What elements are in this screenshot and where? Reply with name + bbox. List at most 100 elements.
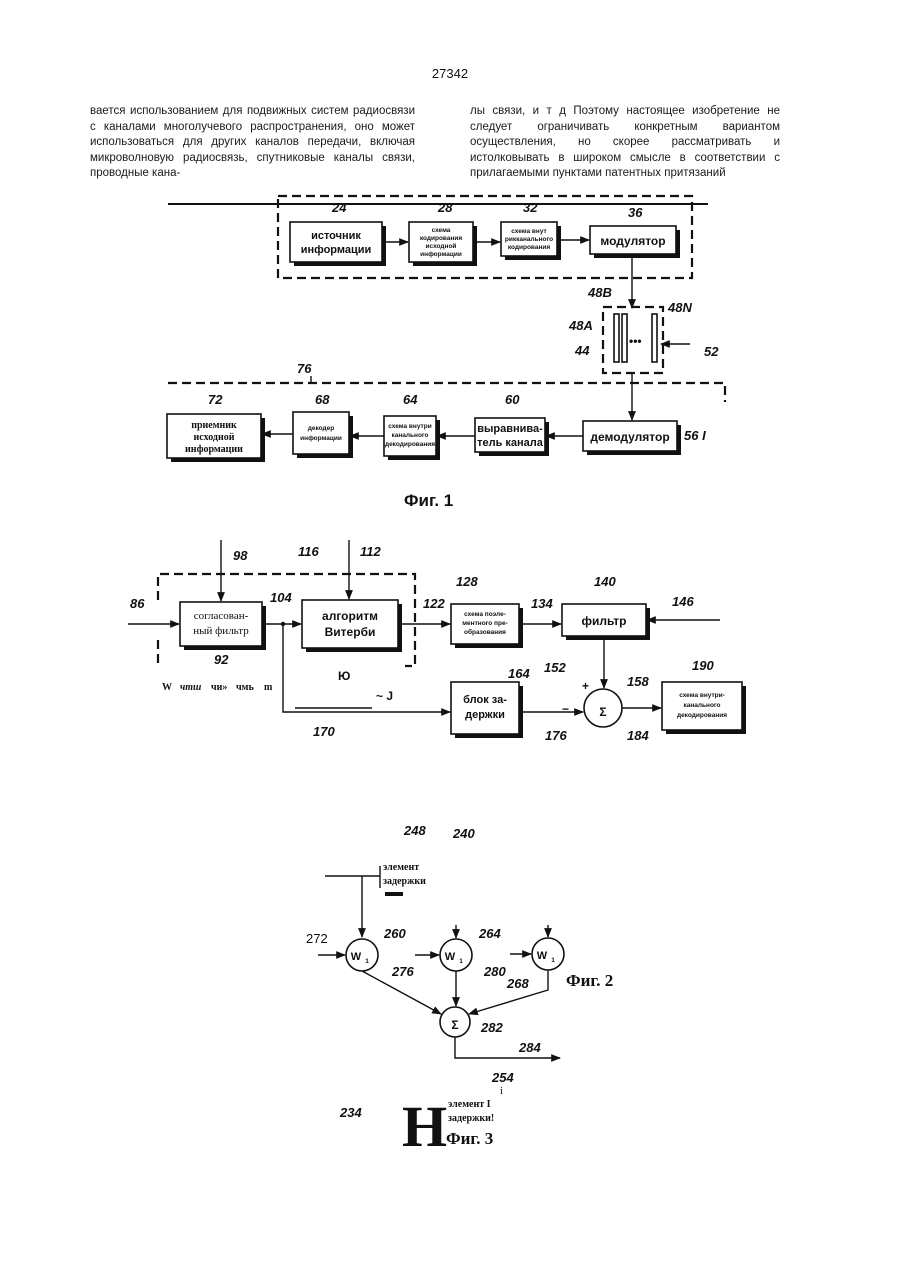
ref-268: 268 <box>506 976 529 991</box>
ref-282: 282 <box>480 1020 503 1035</box>
ref-152: 152 <box>544 660 566 675</box>
ref-146: 146 <box>672 594 694 609</box>
ref-122: 122 <box>423 596 445 611</box>
garble-o: Ю <box>338 669 350 683</box>
svg-text:алгоритм: алгоритм <box>322 609 378 623</box>
svg-text:канального: канального <box>683 702 720 709</box>
ref-24: 24 <box>331 200 347 215</box>
svg-text:кодирования: кодирования <box>508 244 551 251</box>
ref-140: 140 <box>594 574 616 589</box>
svg-text:ментного пре-: ментного пре- <box>462 620 508 627</box>
ref-44: 44 <box>574 343 590 358</box>
ref-170: 170 <box>313 724 335 739</box>
big-letter: Н <box>402 1094 447 1159</box>
ref-92: 92 <box>214 652 229 667</box>
ref-254: 254 <box>491 1070 514 1085</box>
viterbi-block: алгоритм Витерби <box>302 600 402 652</box>
ref-176: 176 <box>545 728 567 743</box>
svg-text:схема поэле-: схема поэле- <box>464 611 506 618</box>
svg-text:информации: информации <box>185 444 243 455</box>
svg-text:W: W <box>445 951 456 963</box>
svg-text:образования: образования <box>464 628 506 636</box>
svg-text:информации: информации <box>420 251 462 258</box>
ref-48n: 48N <box>667 300 692 315</box>
svg-text:исходной: исходной <box>194 432 235 443</box>
delay-bottom-label-1: элемент I <box>448 1099 491 1110</box>
ref-284: 284 <box>518 1040 541 1055</box>
ref-72: 72 <box>208 392 223 407</box>
svg-text:модулятор: модулятор <box>600 234 665 248</box>
svg-text:демодулятор: демодулятор <box>590 430 669 444</box>
svg-text:1: 1 <box>365 958 369 965</box>
filter-block: фильтр <box>562 604 650 640</box>
ref-48a: 48A <box>568 318 593 333</box>
ref-112: 112 <box>360 544 381 559</box>
ref-184: 184 <box>627 728 649 743</box>
svg-text:декодер: декодер <box>308 425 335 432</box>
svg-text:источник: источник <box>311 230 361 242</box>
summer-sigma: Σ <box>599 705 606 719</box>
fig2-caption: Фиг. 2 <box>566 971 613 990</box>
svg-text:кодирования: кодирования <box>420 235 463 242</box>
garble-1: W <box>162 682 172 693</box>
ref-248: 248 <box>403 823 426 838</box>
svg-text:рикканального: рикканального <box>505 236 553 243</box>
matched-filter-block: согласован- ный фильтр <box>180 602 266 650</box>
garble-j: ~ J <box>376 689 393 703</box>
svg-text:тель канала: тель канала <box>477 437 544 449</box>
garble-5: m <box>264 682 273 693</box>
svg-text:информации: информации <box>300 435 342 442</box>
svg-text:Σ: Σ <box>451 1018 458 1032</box>
svg-text:Витерби: Витерби <box>325 625 376 639</box>
ref-48b: 48B <box>587 285 612 300</box>
svg-text:схема внут: схема внут <box>511 228 546 235</box>
receiver-block: приемник исходной информации <box>167 414 265 462</box>
delay-top-label-1: элемент <box>383 862 419 873</box>
receiver-dashed-frame <box>168 383 725 402</box>
svg-text:схема внутри-: схема внутри- <box>679 692 725 699</box>
svg-text:выравнива-: выравнива- <box>477 423 543 435</box>
svg-text:фильтр: фильтр <box>581 614 626 628</box>
coding-block: схема кодирования исходной информации <box>409 222 477 266</box>
delay-bottom-label-2: задержки! <box>448 1113 494 1124</box>
channel-ellipsis: ••• <box>629 334 642 348</box>
svg-text:согласован-: согласован- <box>194 610 249 622</box>
fig3-diagram: 248 240 элемент задержки W 1 W 1 W 1 Σ 2… <box>306 823 613 1159</box>
svg-text:декодирования: декодирования <box>677 712 727 719</box>
svg-text:канального: канального <box>391 432 428 439</box>
ref-104: 104 <box>270 590 292 605</box>
ref-234: 234 <box>339 1105 362 1120</box>
ref-76: 76 <box>297 361 312 376</box>
svg-text:приемник: приемник <box>191 420 237 431</box>
fig1-diagram: источник информации схема кодирования ис… <box>167 196 725 510</box>
ref-190: 190 <box>692 658 714 673</box>
ref-134: 134 <box>531 596 553 611</box>
element-transform-block: схема поэле- ментного пре- образования <box>451 604 523 648</box>
ref-60: 60 <box>505 392 520 407</box>
svg-text:декодирования: декодирования <box>385 441 435 448</box>
ref-116: 116 <box>298 544 319 559</box>
ref-32: 32 <box>523 200 538 215</box>
svg-text:W: W <box>537 950 548 962</box>
ref-86: 86 <box>130 596 145 611</box>
source-block: источник информации <box>290 222 386 266</box>
inner-decoding-block-2: схема внутри- канального декодирования <box>662 682 746 734</box>
ref-98: 98 <box>233 548 248 563</box>
ref-128: 128 <box>456 574 478 589</box>
svg-text:блок за-: блок за- <box>463 694 507 706</box>
ref-28: 28 <box>437 200 453 215</box>
ref-272: 272 <box>306 931 328 946</box>
ref-56: 56 I <box>684 428 706 443</box>
ref-36: 36 <box>628 205 643 220</box>
svg-text:1: 1 <box>551 957 555 964</box>
fig3-caption: Фиг. 3 <box>446 1129 493 1148</box>
svg-text:держки: держки <box>465 709 505 721</box>
garble-3: чи» <box>211 682 227 693</box>
inner-decoding-block: схема внутри канального декодирования <box>384 416 440 460</box>
ref-264: 264 <box>478 926 501 941</box>
demodulator-block: демодулятор <box>583 421 681 455</box>
ref-260: 260 <box>383 926 406 941</box>
ref-164: 164 <box>508 666 530 681</box>
equalizer-block: выравнива- тель канала <box>475 418 549 456</box>
